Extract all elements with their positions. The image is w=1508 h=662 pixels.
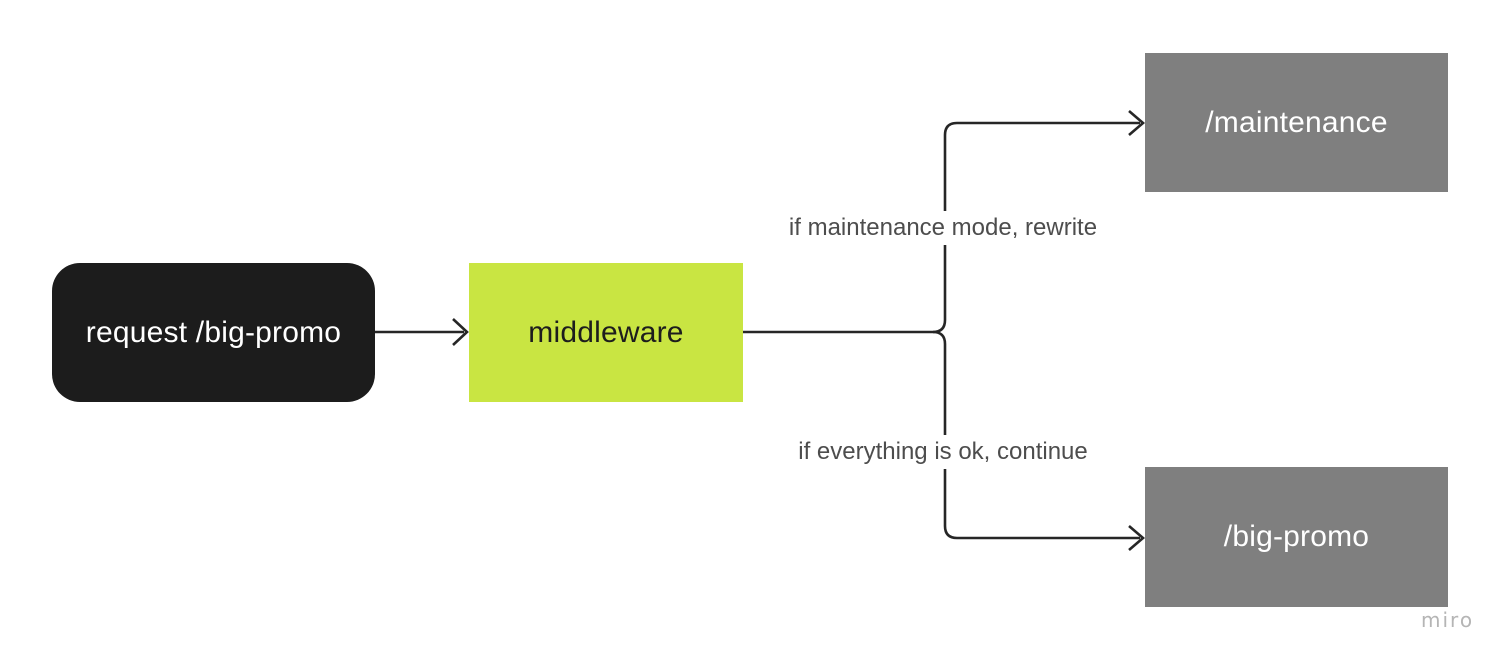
node-request-label: request /big-promo	[85, 315, 342, 349]
node-request-big-promo: request /big-promo	[52, 263, 375, 402]
node-middleware-label: middleware	[528, 315, 684, 349]
node-big-promo-label: /big-promo	[1223, 520, 1370, 553]
miro-watermark: miro	[1421, 608, 1475, 632]
arrowhead-big-promo	[1128, 525, 1145, 551]
node-big-promo: /big-promo	[1145, 467, 1448, 607]
node-middleware: middleware	[469, 263, 743, 402]
edge-label-maintenance-branch: if maintenance mode, rewrite	[778, 211, 1108, 245]
arrowhead-maintenance	[1128, 110, 1145, 136]
node-maintenance-label: /maintenance	[1205, 105, 1388, 139]
arrowhead-request-to-middleware	[452, 318, 469, 346]
edge-label-continue-branch: if everything is ok, continue	[788, 435, 1098, 469]
node-maintenance: /maintenance	[1145, 53, 1448, 192]
